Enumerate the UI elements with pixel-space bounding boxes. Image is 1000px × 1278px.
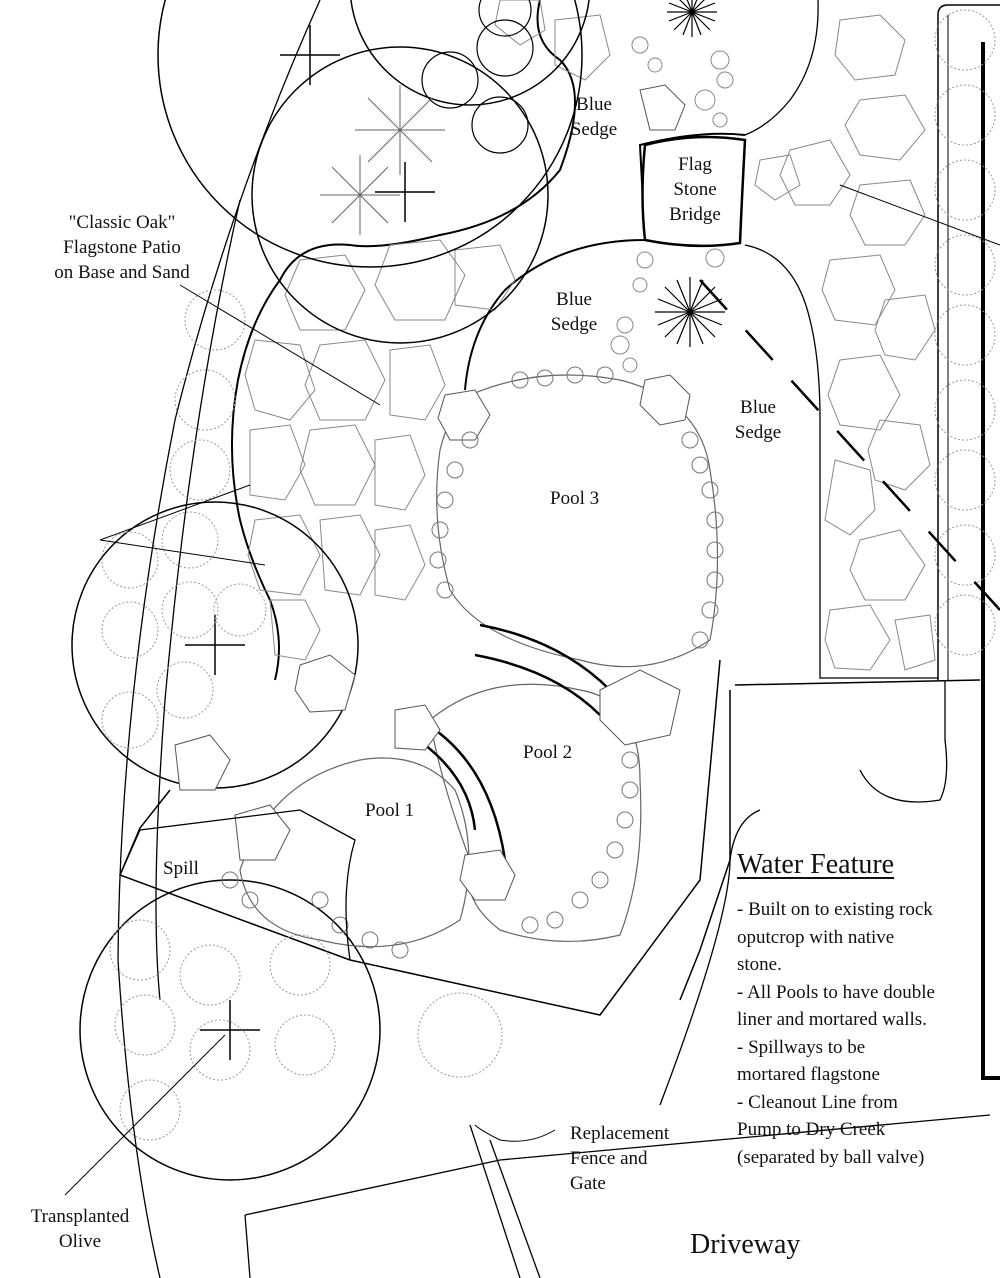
shrub-rings [101,9,996,1141]
pool-3 [436,374,719,668]
patio-flagstones [244,0,611,661]
flagstone-path [744,0,948,803]
pool-1-label: Pool 1 [365,800,415,821]
note-line: liner and mortared walls. [737,1009,927,1030]
spill-label: Spill [163,858,199,879]
note-line: - All Pools to have double [737,981,935,1003]
house-wall [937,4,1000,1080]
tree-canopies [71,0,590,1181]
flagstone-pattern [754,14,936,671]
note-line: - Cleanout Line from [737,1091,898,1113]
note-line: - Spillways to be [737,1036,866,1058]
rock-border [221,366,724,959]
note-line: stone. [737,954,782,975]
driveway-label: Driveway [690,1229,801,1260]
note-line: (separated by ball valve) [737,1146,925,1168]
pool-2-label: Pool 2 [523,742,573,763]
starburst-plants [655,0,725,347]
boulders [174,84,691,901]
water-feature-title: Water Feature [737,849,895,880]
yard-boundary [117,0,991,1278]
cleanout-line [699,279,1000,611]
snowflake-plants [320,85,445,235]
note-line: oputcrop with native [737,926,895,948]
shrubs-top [421,0,534,154]
note-line: Pump to Dry Creek [737,1119,886,1140]
water-feature-notes: - Built on to existing rock oputcrop wit… [737,896,977,1171]
note-line: - Built on to existing rock [737,899,933,920]
stepping-stones [610,36,734,373]
pool-3-label: Pool 3 [550,488,600,509]
flagstone-bridge [641,135,747,248]
note-line: mortared flagstone [737,1064,880,1085]
leader-lines [64,184,1000,1196]
pool-1 [239,757,470,948]
spill-area [119,809,356,961]
